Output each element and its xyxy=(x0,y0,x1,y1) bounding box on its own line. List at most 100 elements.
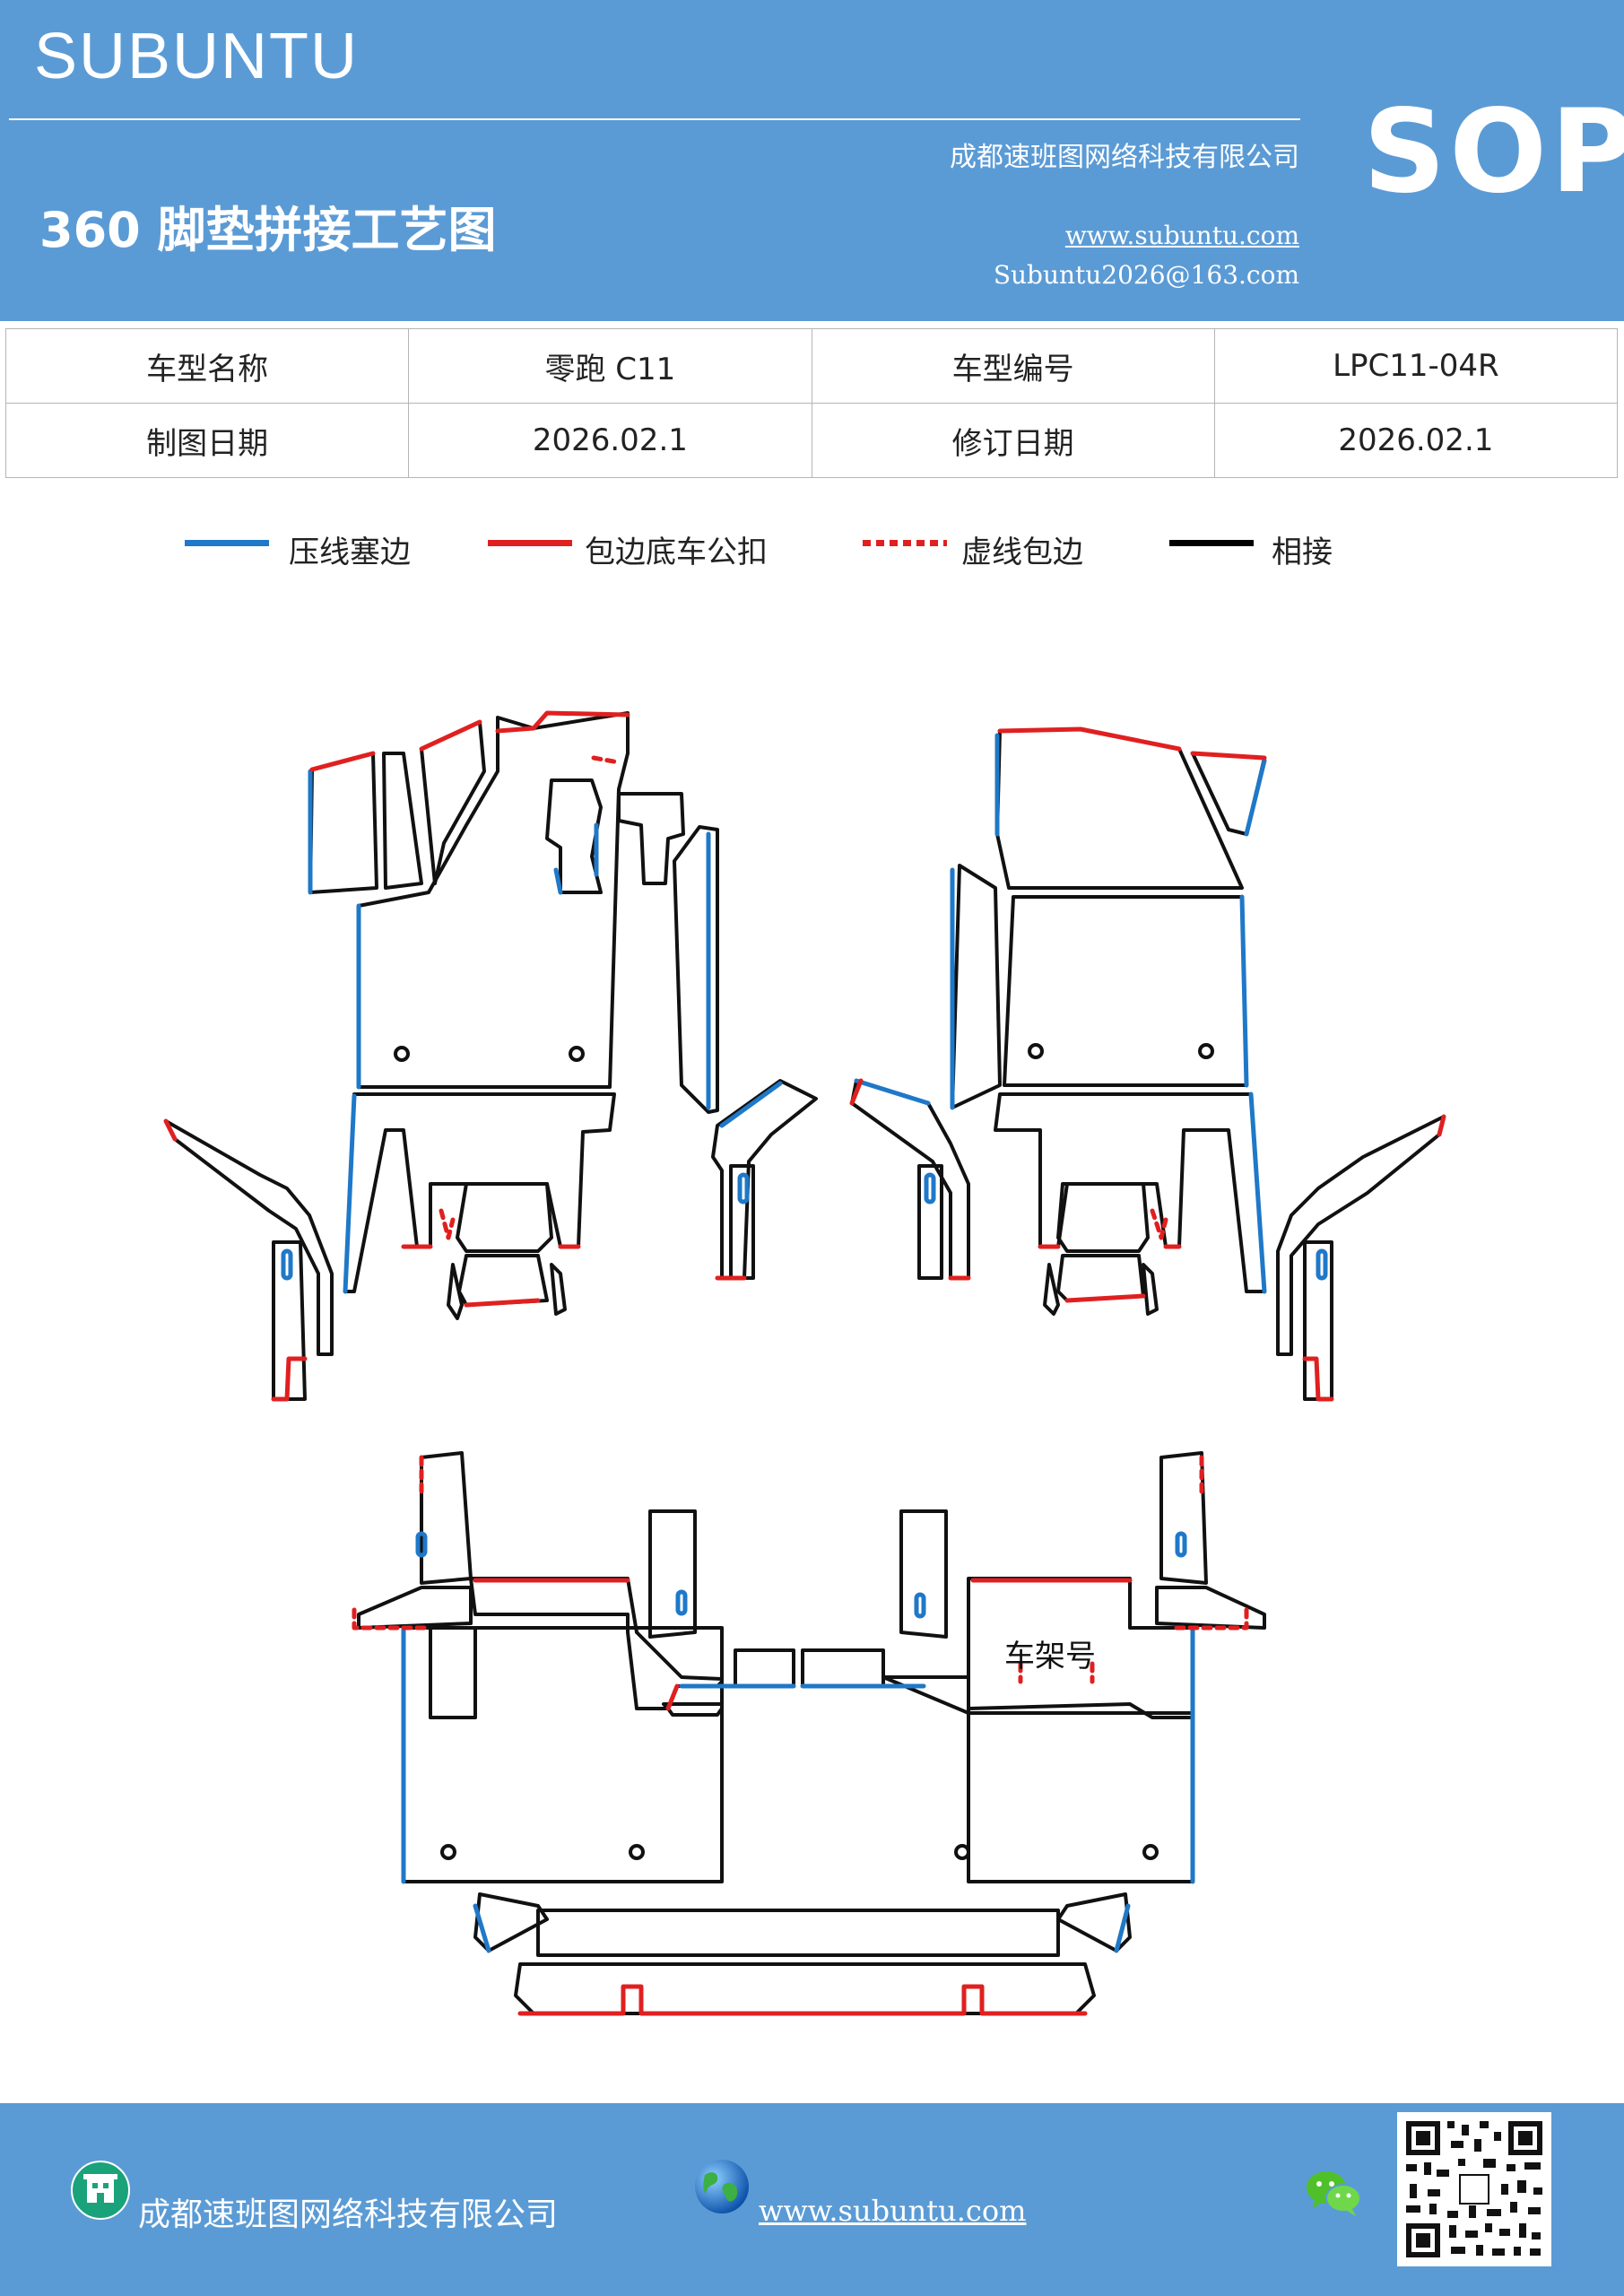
mat-piece xyxy=(382,752,423,890)
red-edge xyxy=(464,1298,541,1308)
blue-slot xyxy=(1175,1531,1187,1558)
legend-label: 虚线包边 xyxy=(961,535,1083,570)
red-edge xyxy=(1302,1356,1334,1402)
mat-piece xyxy=(850,1079,970,1280)
mount-hole xyxy=(629,1844,645,1860)
mat-piece xyxy=(164,1119,334,1356)
mount-hole xyxy=(569,1046,585,1062)
blue-edge xyxy=(473,1903,491,1953)
floor-mat-diagram: 车架号 xyxy=(163,710,1446,2016)
mat-piece xyxy=(343,1092,616,1293)
mat-piece xyxy=(447,1263,464,1320)
wechat-icon xyxy=(1307,2171,1361,2216)
legend-swatch-blue xyxy=(185,540,269,546)
mount-hole xyxy=(1142,1844,1159,1860)
red-edge xyxy=(1437,1114,1446,1137)
blue-edge xyxy=(1114,1903,1131,1953)
blue-edge xyxy=(553,867,563,895)
mat-piece xyxy=(536,1909,1060,1957)
red-dotted-edge xyxy=(352,1607,433,1631)
legend-swatch-red-dotted xyxy=(863,540,947,546)
mat-piece xyxy=(801,1648,885,1688)
table-row: 制图日期 2026.02.1 修订日期 2026.02.1 xyxy=(4,403,1619,478)
blue-edge xyxy=(1244,758,1267,837)
mat-piece xyxy=(1043,1263,1060,1316)
red-edge xyxy=(163,1118,178,1142)
mat-piece xyxy=(1191,752,1266,836)
mat-piece xyxy=(357,1586,473,1630)
red-edge xyxy=(1190,751,1267,761)
mat-piece xyxy=(1056,1892,1132,1952)
mat-piece xyxy=(457,1254,549,1307)
legend-label: 包边底车公扣 xyxy=(585,535,768,570)
blue-slot xyxy=(924,1172,936,1205)
header-email: Subuntu2026@163.com xyxy=(993,260,1299,290)
header-banner xyxy=(0,0,1624,321)
mat-piece xyxy=(1159,1451,1208,1585)
header-website-link[interactable]: www.subuntu.com xyxy=(1064,221,1299,250)
red-edge xyxy=(1064,1293,1146,1303)
mat-piece xyxy=(402,1626,724,1883)
blue-slot xyxy=(737,1172,750,1205)
mat-piece xyxy=(1142,1263,1159,1316)
red-edge xyxy=(665,1683,680,1711)
red-edge xyxy=(419,719,482,752)
table-cell: 零跑 C11 xyxy=(408,328,812,404)
mat-piece xyxy=(402,1626,477,1719)
red-dotted-edge xyxy=(591,755,621,765)
footer-company: 成都速班图网络科技有限公司 xyxy=(138,2196,559,2233)
mat-piece xyxy=(711,1079,818,1280)
mat-piece xyxy=(514,1962,1096,2015)
blue-edge xyxy=(1239,894,1249,1088)
brand-name: SUBUNTU xyxy=(34,21,360,92)
qr-code[interactable] xyxy=(1397,2112,1551,2266)
footer-website-link[interactable]: www.subuntu.com xyxy=(759,2194,1027,2228)
globe-icon xyxy=(695,2160,749,2213)
legend: 压线塞边 包边底车公扣 虚线包边 相接 xyxy=(0,527,1624,572)
mat-piece xyxy=(951,864,1002,1109)
blue-edge xyxy=(1248,1091,1267,1294)
red-edge xyxy=(271,1356,308,1402)
mount-hole xyxy=(394,1046,410,1062)
mount-hole xyxy=(954,1844,970,1860)
mat-piece xyxy=(1155,1586,1266,1630)
mat-piece xyxy=(545,778,603,894)
table-cell: 车型名称 xyxy=(4,328,410,404)
red-edge xyxy=(309,751,376,772)
mat-piece xyxy=(473,1892,549,1952)
mat-piece xyxy=(729,1164,755,1280)
red-dotted-edge xyxy=(1150,1208,1168,1240)
blue-edge xyxy=(343,1093,357,1294)
mat-piece xyxy=(994,1092,1266,1293)
header-divider xyxy=(9,118,1300,120)
blue-slot xyxy=(675,1589,688,1616)
mat-piece xyxy=(673,825,719,1114)
mat-piece xyxy=(420,1451,473,1585)
red-edge xyxy=(517,1984,1088,2016)
legend-swatch-red xyxy=(488,540,572,546)
red-dotted-edge xyxy=(1168,1607,1249,1631)
red-edge xyxy=(997,726,1182,752)
mat-piece xyxy=(272,1240,307,1401)
mat-piece xyxy=(308,752,378,894)
red-edge xyxy=(849,1078,864,1106)
document-title: 360 脚垫拼接工艺图 xyxy=(39,202,497,258)
table-cell: 2026.02.1 xyxy=(408,403,812,478)
mount-hole xyxy=(440,1844,456,1860)
table-cell: 制图日期 xyxy=(4,403,410,478)
vehicle-info-table: 车型名称 零跑 C11 车型编号 LPC11-04R 制图日期 2026.02.… xyxy=(4,328,1619,478)
legend-label: 相接 xyxy=(1272,535,1333,570)
mat-piece xyxy=(550,1263,567,1316)
legend-swatch-black xyxy=(1169,540,1254,546)
vin-label: 车架号 xyxy=(1004,1639,1096,1674)
mount-hole xyxy=(1028,1043,1044,1059)
table-cell: 车型编号 xyxy=(811,328,1215,404)
blue-slot xyxy=(1316,1248,1328,1281)
mat-piece xyxy=(1056,1182,1150,1253)
mat-piece xyxy=(899,1509,948,1639)
mat-piece xyxy=(1276,1115,1446,1356)
blue-slot xyxy=(914,1592,926,1619)
mat-piece xyxy=(917,1164,943,1280)
blue-edge xyxy=(854,1078,931,1106)
mat-piece xyxy=(1056,1254,1145,1302)
